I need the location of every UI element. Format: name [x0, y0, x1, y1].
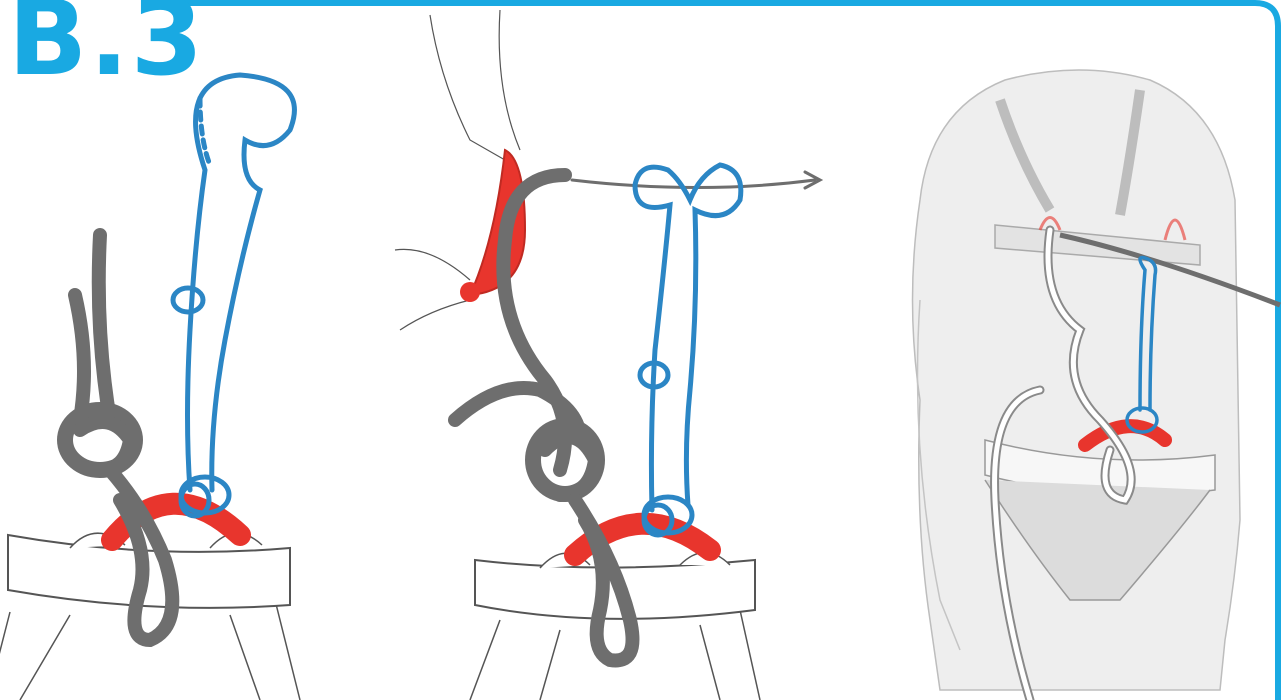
- leg-strap-left: [0, 600, 300, 700]
- lanyard-panel-2: [635, 165, 741, 535]
- panel-3: [913, 70, 1281, 700]
- step-label: B.3: [8, 0, 205, 90]
- lanyard-panel-1: [173, 75, 294, 516]
- panel-1: [0, 75, 300, 700]
- panel-2: [395, 10, 820, 700]
